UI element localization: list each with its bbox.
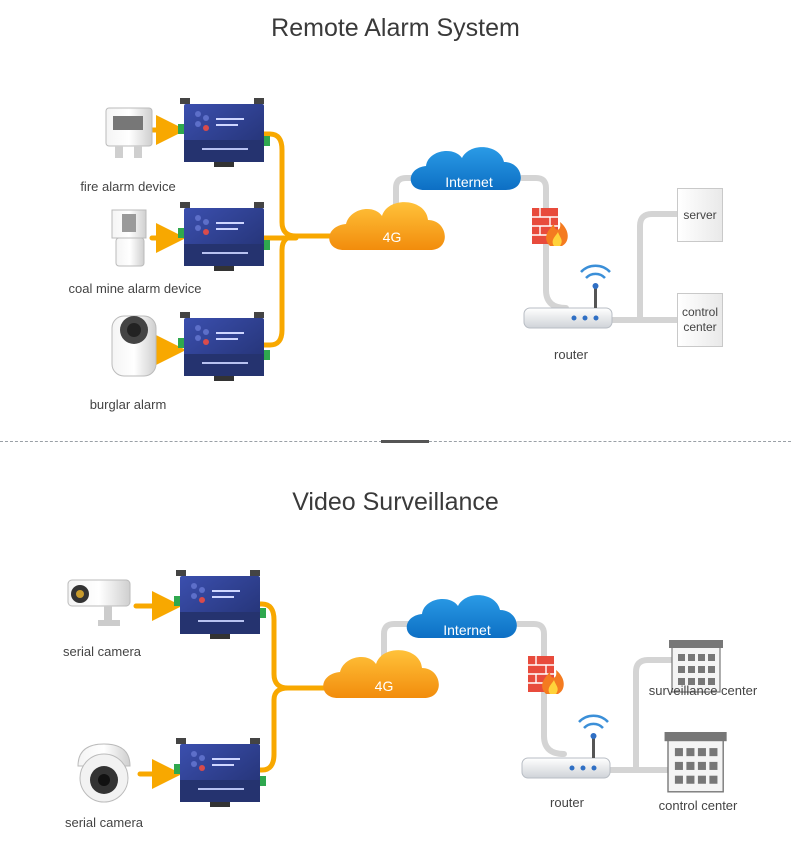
internet-label-2: Internet <box>443 622 491 638</box>
device-label-camera-1: serial camera <box>62 644 142 659</box>
firewall-icon-2 <box>527 655 565 695</box>
dtu-5 <box>174 738 266 807</box>
section-remote-alarm <box>105 98 683 381</box>
control-center-label: control center <box>658 798 738 813</box>
coal-mine-alarm-device-icon <box>111 209 147 267</box>
dtu-4 <box>174 570 266 639</box>
device-label-burglar: burglar alarm <box>89 397 167 412</box>
router-icon-2 <box>520 714 612 780</box>
cellular-label: 4G <box>382 229 402 245</box>
server-node: server <box>677 188 723 242</box>
serial-camera-icon-1 <box>67 579 131 626</box>
firewall-icon <box>531 207 569 247</box>
section-title-remote-alarm: Remote Alarm System <box>271 14 520 42</box>
internet-label: Internet <box>445 174 493 190</box>
fire-alarm-device-icon <box>105 107 153 158</box>
device-label-camera-2: serial camera <box>64 815 144 830</box>
dtu-1 <box>178 98 270 167</box>
serial-camera-icon-2 <box>77 743 131 803</box>
burglar-alarm-icon <box>111 315 157 377</box>
router-label-2: router <box>550 795 584 810</box>
control-center-building-icon <box>663 731 728 793</box>
dtu-2 <box>178 202 270 271</box>
router-label: router <box>554 347 588 362</box>
surveillance-center-label: surveillance center <box>648 683 758 698</box>
section-title-video-surveillance: Video Surveillance <box>292 488 499 516</box>
device-label-coal-mine: coal mine alarm device <box>68 281 202 296</box>
cellular-label-2: 4G <box>374 678 394 694</box>
device-label-fire-alarm: fire alarm device <box>80 179 176 194</box>
section-divider-mark <box>381 440 429 443</box>
section-video-surveillance <box>67 570 728 807</box>
control-center-node: control center <box>677 293 723 347</box>
router-icon <box>522 264 614 330</box>
dtu-3 <box>178 312 270 381</box>
